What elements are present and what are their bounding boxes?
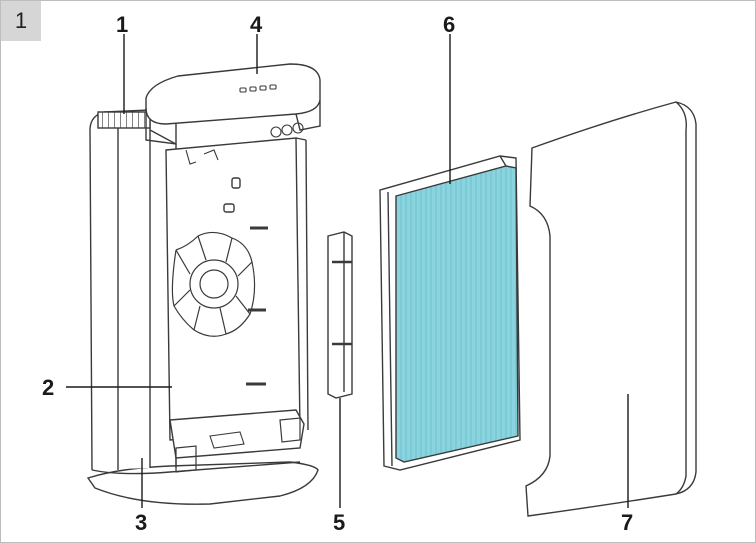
figure-number: 1: [14, 8, 28, 33]
filter-cartridge: [379, 155, 521, 471]
filter-media: [395, 165, 519, 463]
callout-numbers: 1 4 6 2 3 5 7: [42, 12, 633, 535]
callout-7: 7: [621, 510, 633, 535]
callout-4: 4: [250, 12, 263, 37]
fan-impeller: [171, 231, 256, 337]
callout-3: 3: [135, 510, 147, 535]
top-grille: [97, 111, 151, 129]
leader-lines: [66, 34, 629, 508]
control-buttons: [239, 84, 304, 138]
inner-base-tray: [169, 409, 305, 459]
sensor-cover-strip: [327, 231, 353, 399]
callout-1: 1: [116, 12, 128, 37]
control-panel-top: [145, 63, 321, 125]
rear-cover: [525, 101, 697, 517]
purifier-housing: [86, 63, 321, 505]
callout-6: 6: [443, 12, 455, 37]
figure-number-tab: 1: [1, 1, 41, 41]
outer-shell: [89, 109, 151, 471]
callout-5: 5: [333, 510, 345, 535]
inner-chamber: [165, 137, 301, 441]
callout-2: 2: [42, 375, 54, 400]
